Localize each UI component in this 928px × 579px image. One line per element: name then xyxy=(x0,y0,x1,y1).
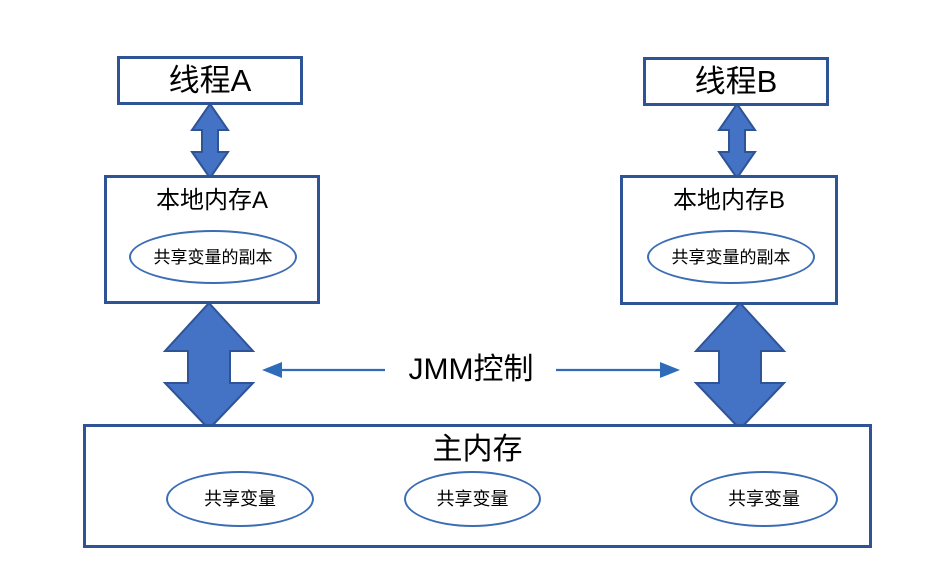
arrow-left-icon xyxy=(262,362,282,378)
connector-local-a-to-main xyxy=(162,301,256,431)
thread-b-box[interactable]: 线程B xyxy=(643,57,829,106)
double-arrow-vertical-icon xyxy=(717,102,757,180)
double-arrow-vertical-icon xyxy=(190,102,230,180)
local-memory-b-copy-label: 共享变量的副本 xyxy=(671,247,791,267)
double-arrow-vertical-icon xyxy=(693,301,787,431)
double-arrow-vertical-icon xyxy=(162,301,256,431)
jmm-control-label: JMM控制 xyxy=(408,353,534,386)
main-memory-variable-ellipse-2[interactable]: 共享变量 xyxy=(404,471,541,527)
connector-local-b-to-main xyxy=(693,301,787,431)
main-memory-box[interactable]: 主内存 共享变量 共享变量 共享变量 xyxy=(83,424,872,548)
local-memory-b-title: 本地内存B xyxy=(672,187,785,214)
main-memory-variable-label-2: 共享变量 xyxy=(436,489,509,509)
main-memory-variable-ellipse-3[interactable]: 共享变量 xyxy=(690,471,838,527)
connector-thread-b-to-local-b xyxy=(717,102,757,180)
arrow-right-icon xyxy=(660,362,680,378)
thread-b-label: 线程B xyxy=(694,64,778,99)
local-memory-a-box[interactable]: 本地内存A 共享变量的副本 xyxy=(104,175,320,304)
main-memory-variable-label-3: 共享变量 xyxy=(728,489,800,509)
local-memory-b-box[interactable]: 本地内存B 共享变量的副本 xyxy=(620,175,838,305)
main-memory-title: 主内存 xyxy=(432,433,523,466)
jmm-right-connector xyxy=(556,362,680,378)
local-memory-a-title: 本地内存A xyxy=(155,187,268,214)
local-memory-a-copy-label: 共享变量的副本 xyxy=(153,247,273,267)
main-memory-variable-ellipse-1[interactable]: 共享变量 xyxy=(166,471,314,527)
thread-a-label: 线程A xyxy=(168,63,252,98)
local-memory-a-copy-ellipse[interactable]: 共享变量的副本 xyxy=(129,230,297,284)
main-memory-variable-label-1: 共享变量 xyxy=(204,489,276,509)
connector-thread-a-to-local-a xyxy=(190,102,230,180)
local-memory-b-copy-ellipse[interactable]: 共享变量的副本 xyxy=(647,230,815,284)
jmm-left-connector xyxy=(262,362,385,378)
thread-a-box[interactable]: 线程A xyxy=(117,56,303,105)
